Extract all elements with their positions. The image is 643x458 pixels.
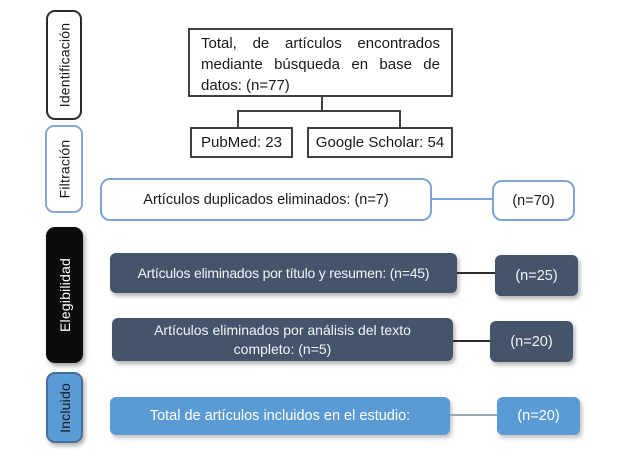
stage-box-identificacion: Identificación <box>46 10 82 120</box>
connector-row3 <box>453 340 490 342</box>
title-abstract-removed-box: Artículos eliminados por título y resume… <box>110 253 457 293</box>
connector-row4 <box>450 414 497 416</box>
stage-box-incluido: Incluido <box>46 372 83 443</box>
fulltext-removed-box: Artículos eliminados por análisis del te… <box>112 318 453 361</box>
stage-label-identificacion: Identificación <box>56 22 72 108</box>
stage-label-filtracion: Filtración <box>56 139 73 199</box>
connector-row1 <box>432 198 492 200</box>
title-abstract-remaining-count-box: (n=25) <box>495 255 578 296</box>
stage-box-elegibilidad: Elegibilidad <box>46 227 83 363</box>
connector-total-down <box>321 97 323 111</box>
duplicates-removed-box: Artículos duplicados eliminados: (n=7) <box>100 178 432 221</box>
fulltext-remaining-count-box: (n=20) <box>490 321 573 362</box>
total-included-box: Total de artículos incluidos en el estud… <box>110 397 450 435</box>
connector-drop-google <box>399 110 401 128</box>
stage-label-incluido: Incluido <box>56 382 73 433</box>
connector-row2 <box>457 272 495 274</box>
duplicates-remaining-count-box: (n=70) <box>492 180 575 221</box>
connector-branch-horizontal <box>237 110 401 112</box>
connector-drop-pubmed <box>237 110 239 128</box>
total-articles-box: Total, de artículos encontrados mediante… <box>188 28 453 97</box>
stage-label-elegibilidad: Elegibilidad <box>56 257 73 333</box>
google-scholar-box: Google Scholar: 54 <box>307 127 453 158</box>
stage-box-filtracion: Filtración <box>45 125 83 213</box>
total-included-count-box: (n=20) <box>497 397 580 435</box>
pubmed-box: PubMed: 23 <box>190 127 293 158</box>
